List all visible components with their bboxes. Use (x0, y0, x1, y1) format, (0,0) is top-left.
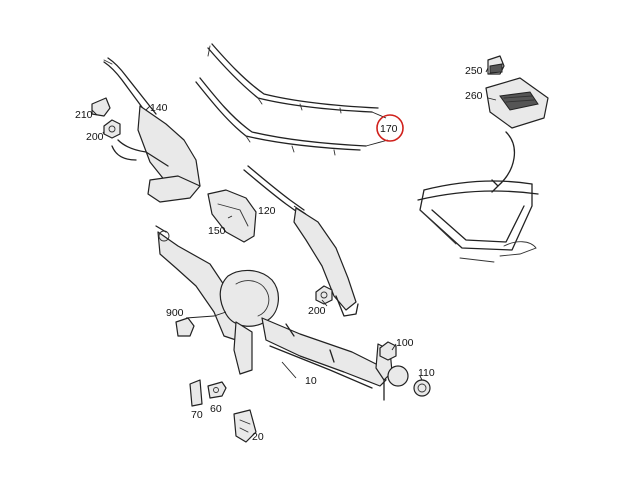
callout-20: 20 (252, 431, 264, 443)
nut-200-left (103, 119, 121, 139)
callout-100: 100 (396, 337, 414, 349)
callout-200-right: 200 (308, 305, 326, 317)
bolt-70 (189, 379, 203, 407)
callout-210: 210 (75, 109, 93, 121)
callout-labels: 210 200 140 170 250 260 150 120 900 200 … (75, 65, 483, 443)
highlight-ring-170 (376, 114, 404, 142)
cap-110 (413, 379, 431, 397)
wiper-arm-140 (103, 57, 201, 203)
nut-200-right (315, 285, 333, 305)
callout-60: 60 (210, 403, 222, 415)
washer-60 (207, 381, 227, 399)
callout-200-left: 200 (86, 131, 104, 143)
bracket-20 (233, 409, 257, 443)
callout-10: 10 (305, 375, 317, 387)
callout-70: 70 (191, 409, 203, 421)
wiper-blades-170 (195, 43, 389, 156)
callout-150: 150 (208, 225, 226, 237)
wiper-linkage-10 (155, 225, 409, 401)
callout-900: 900 (166, 307, 184, 319)
leader-lines (91, 67, 497, 381)
bushing-900 (175, 317, 195, 337)
callout-260: 260 (465, 90, 483, 102)
clip-250 (487, 55, 505, 75)
callout-120: 120 (258, 205, 276, 217)
callout-140: 140 (150, 102, 168, 114)
callout-110: 110 (418, 367, 435, 379)
wiper-arm-120 (243, 165, 359, 317)
cap-210 (91, 97, 111, 117)
nut-100 (379, 341, 397, 361)
windshield-inset (417, 131, 539, 263)
callout-250: 250 (465, 65, 483, 77)
callout-170[interactable]: 170 (380, 123, 398, 135)
cover-260 (485, 77, 549, 129)
